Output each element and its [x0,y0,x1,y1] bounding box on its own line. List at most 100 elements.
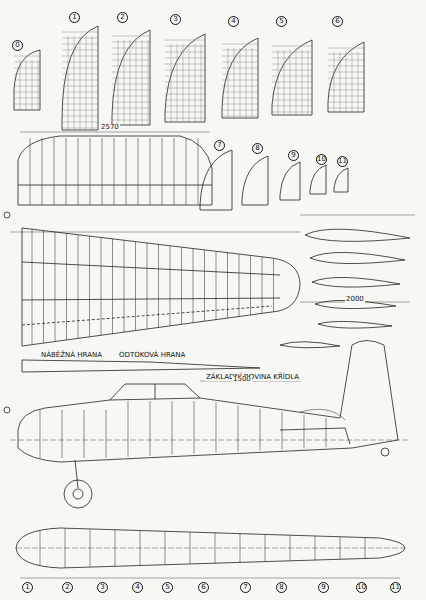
stroke [172,401,173,455]
stroke [84,410,85,458]
callout-number: 4 [132,582,143,593]
stroke [340,537,341,560]
stroke [38,60,39,110]
callout-number: 1 [69,12,80,23]
stroke [112,96,150,97]
stroke [328,48,364,49]
stroke [55,232,56,342]
stroke [193,249,194,323]
stroke [112,60,150,61]
stroke [278,50,279,115]
stroke [194,401,195,454]
stroke [112,102,150,103]
stroke [112,108,150,109]
stroke [138,138,139,205]
stroke [147,243,148,329]
drawing-label: NÁBĚŽNÁ HRANA [40,352,103,359]
stroke [65,528,66,568]
callout-number: 9 [288,150,299,161]
stroke [170,246,171,326]
stroke [308,50,309,115]
callout-number: 8 [252,143,263,154]
stroke [240,48,241,118]
stroke [14,80,40,81]
stroke [227,253,228,318]
stroke [272,46,312,47]
drawing-label: ODTOKOVÁ HRANA [118,352,186,359]
stroke [40,530,41,566]
stroke [304,415,305,448]
stroke [346,52,347,112]
stroke [14,74,40,75]
stroke [115,530,116,567]
callout-number: 1 [22,582,33,593]
stroke [186,138,187,205]
stroke [62,32,98,33]
callout-number: 5 [276,16,287,27]
callout-number: 10 [316,154,327,165]
stroke [204,250,205,321]
stroke [290,50,291,115]
callout-number: 11 [337,156,348,167]
stroke [177,44,178,122]
stroke [265,534,266,561]
stroke [189,44,190,122]
stroke [14,98,40,99]
stroke [78,138,79,205]
stroke [112,78,150,79]
stroke [216,251,217,319]
stroke [239,254,240,316]
stroke [112,120,150,121]
stroke [238,405,239,451]
stroke [284,50,285,115]
stroke [142,40,143,125]
stroke [112,90,150,91]
stroke [102,138,103,205]
stroke [78,235,79,339]
stroke [14,56,40,57]
stroke [340,52,341,112]
stroke [126,138,127,205]
drawing-label: 2570 [100,124,120,131]
stroke [252,48,253,118]
stroke [201,44,202,122]
stroke [32,229,33,344]
stroke [124,240,125,332]
stroke [174,138,175,205]
stroke [165,531,166,564]
stroke [68,36,69,130]
callout-number: 7 [240,582,251,593]
stroke [290,535,291,561]
stroke [54,138,55,205]
stroke [112,42,150,43]
callout-number: 6 [332,16,343,27]
stroke [112,48,150,49]
stroke [326,418,327,447]
stroke [282,412,283,450]
stroke [130,40,131,125]
stroke [358,52,359,112]
stroke [32,60,33,110]
stroke [112,114,150,115]
stroke [40,410,41,458]
stroke [162,138,163,205]
callout-number: 7 [214,140,225,151]
stroke [315,536,316,560]
callout-number: 10 [356,582,367,593]
stroke [165,40,205,41]
callout-number: 3 [170,14,181,25]
stroke [334,52,335,112]
callout-number: 2 [62,582,73,593]
stroke [89,236,90,337]
stroke [112,66,150,67]
stroke [118,40,119,125]
stroke [112,36,150,37]
stroke [80,36,81,130]
stroke [30,138,31,205]
stroke [296,50,297,115]
stroke [90,529,91,567]
stroke [190,532,191,564]
callout-number: 9 [318,582,329,593]
stroke [14,62,40,63]
callout-number: 5 [162,582,173,593]
